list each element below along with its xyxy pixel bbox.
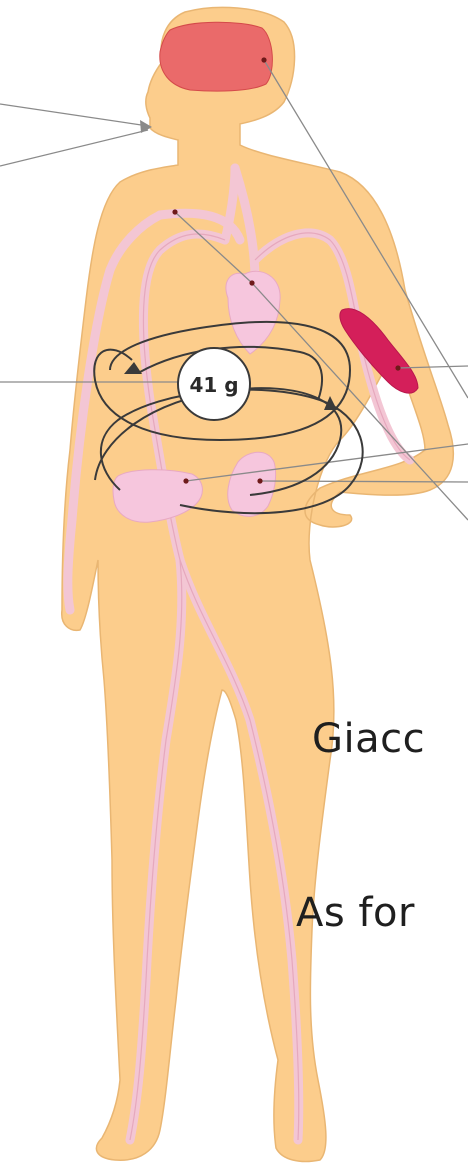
glucose-value: 41 g bbox=[189, 373, 238, 397]
caption-label-2: As for bbox=[296, 890, 415, 936]
body-silhouette bbox=[62, 7, 454, 1161]
caption-label-1: Giacc bbox=[312, 716, 425, 762]
brain bbox=[160, 22, 273, 91]
